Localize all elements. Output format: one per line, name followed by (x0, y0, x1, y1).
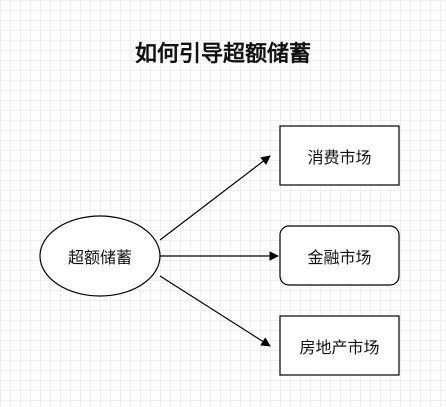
edge-to-consumer-market[interactable] (159, 155, 271, 241)
target-node-consumer-market-shape[interactable] (279, 125, 400, 186)
diagram-title: 如何引导超额储蓄 (134, 42, 311, 67)
source-node-label: 超额储蓄 (67, 248, 132, 267)
target-node-real-estate-market-label: 房地产市场 (299, 337, 380, 357)
edge-to-real-estate-market[interactable] (159, 275, 271, 347)
target-node-financial-market-shape[interactable] (279, 225, 400, 286)
target-node-real-estate-market-shape[interactable] (279, 315, 400, 376)
target-node-consumer-market-label: 消费市场 (307, 147, 372, 167)
target-node-financial-market-label: 金融市场 (307, 247, 372, 267)
